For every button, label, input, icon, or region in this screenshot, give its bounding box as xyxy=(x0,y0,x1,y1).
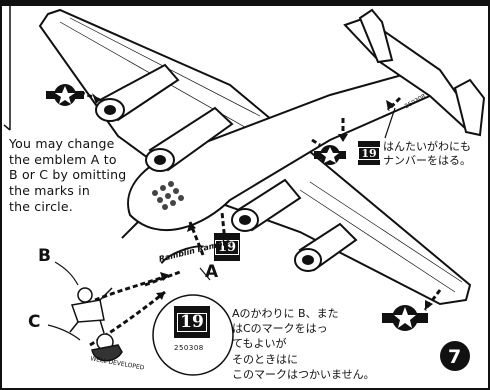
engine-1 xyxy=(95,63,180,122)
fin-right xyxy=(453,78,486,137)
side-note-line: はんたいがわにも xyxy=(383,140,471,153)
alternate-emblem-note: Aのかわりに B、また はCのマークをはっ てもよいが そのときはに このマーク… xyxy=(232,306,375,382)
number-decal-small-text: 19 xyxy=(358,146,380,160)
alternate-note-line: てもよいが xyxy=(232,337,287,351)
nose-art-b xyxy=(69,287,113,334)
number-decal-large-text: 19 xyxy=(177,312,207,332)
side-number-note: はんたいがわにも ナンバーをはる。 xyxy=(383,140,471,168)
side-note-line: ナンバーをはる。 xyxy=(383,153,471,167)
step-badge xyxy=(440,341,470,371)
emblem-instruction-line: the emblem A to xyxy=(9,151,117,167)
step-number: 7 xyxy=(448,346,462,368)
alternate-note-line: そのときはに xyxy=(232,352,298,366)
star-insignia-upper-left xyxy=(46,84,84,106)
star-insignia-fuselage xyxy=(314,145,346,165)
emblem-instruction-line: the circle. xyxy=(9,198,73,214)
emblem-instruction-line: B or C by omitting xyxy=(9,167,127,183)
star-insignia-wing xyxy=(382,305,428,331)
alternate-note-line: Aのかわりに B、また xyxy=(232,307,339,320)
nose-art-a xyxy=(160,245,204,264)
label-b: B xyxy=(38,246,51,266)
label-c: C xyxy=(28,312,41,332)
engine-3 xyxy=(231,178,302,232)
alternate-note-line: はCのマークをはっ xyxy=(232,322,328,336)
alternate-note-line: このマークはつかいません。 xyxy=(232,367,375,381)
engine-4 xyxy=(294,222,358,272)
label-a: A xyxy=(205,262,219,282)
engine-2 xyxy=(145,106,234,172)
nose-glazing xyxy=(152,181,184,210)
number-decal-small: 19 xyxy=(358,141,380,165)
emblem-instruction-line: the marks in xyxy=(9,182,90,198)
nose-art-c xyxy=(91,333,123,362)
number-decal-medium: 19 xyxy=(214,233,240,261)
serial-decal: 250308 xyxy=(174,344,204,352)
fin-left xyxy=(358,8,394,64)
emblem-instruction-line: You may change xyxy=(9,136,115,151)
number-decal-medium-text: 19 xyxy=(214,239,240,255)
emblem-instruction-text: You may change the emblem A to B or C by… xyxy=(9,136,126,214)
number-decal-large: 19 xyxy=(174,306,210,338)
